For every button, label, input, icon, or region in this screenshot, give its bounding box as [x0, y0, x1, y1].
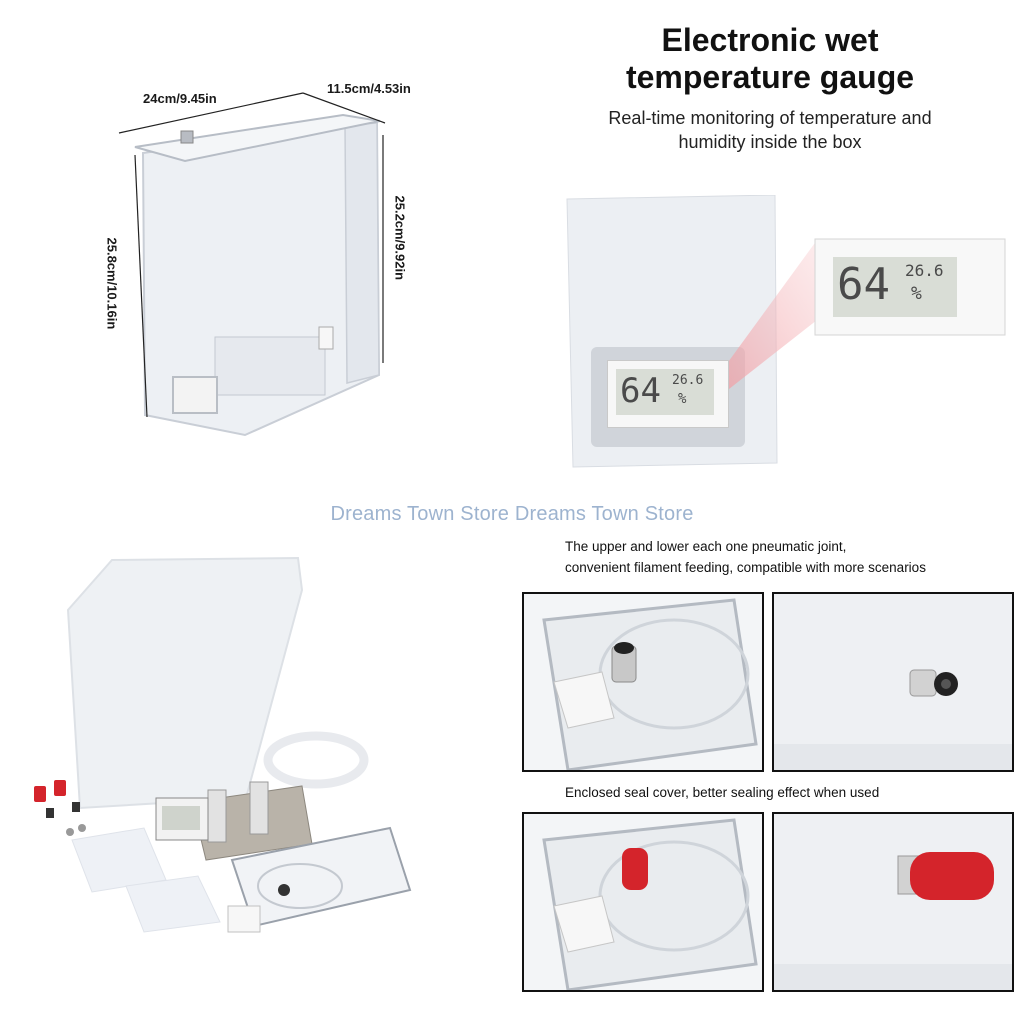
store-watermark: Dreams Town Store Dreams Town Store [330, 503, 694, 525]
width-label: 24cm/9.45in [143, 91, 217, 106]
side-joint-photo [772, 592, 1014, 772]
depth-label: 11.5cm/4.53in [327, 81, 411, 96]
gauge-title-line2: temperature gauge [625, 59, 915, 95]
unit-small: % [678, 391, 687, 407]
joint-caption-line2: convenient filament feeding, compatible … [565, 560, 926, 575]
gauge-box-illustration [566, 194, 1006, 468]
hygrometer-display-small: 64 26.6 % [607, 360, 729, 428]
unit-zoom: % [911, 283, 922, 304]
lid-cap-photo [522, 812, 764, 992]
lid-joint-illustration [524, 594, 762, 770]
box-illustration [118, 92, 386, 437]
dimension-diagram: 24cm/9.45in 11.5cm/4.53in 25.8cm/10.16in… [95, 75, 435, 455]
gauge-subtitle-line1: Real-time monitoring of temperature and [608, 108, 932, 128]
gauge-subtitle-line2: humidity inside the box [678, 132, 862, 152]
temperature-reading-small: 26.6 [672, 373, 704, 388]
humidity-reading-zoom: 64 [837, 259, 890, 310]
temperature-reading-zoom: 26.6 [905, 261, 944, 280]
kit-illustration [34, 556, 412, 933]
lid-joint-photo [522, 592, 764, 772]
hygrometer-display-zoom: 64 26.6 % [833, 257, 957, 317]
kit-contents-photo [20, 550, 440, 950]
seal-caption: Enclosed seal cover, better sealing effe… [565, 785, 880, 800]
lid-cap-illustration [524, 814, 762, 990]
height-outer-label: 25.8cm/10.16in [104, 237, 120, 330]
height-inner-label: 25.2cm/9.92in [392, 195, 408, 281]
side-cap-illustration [774, 814, 1012, 990]
joint-caption-line1: The upper and lower each one pneumatic j… [565, 539, 847, 554]
gauge-photo: 64 26.6 % 64 26.6 % [565, 194, 1015, 475]
humidity-reading-small: 64 [620, 371, 661, 411]
side-cap-photo [772, 812, 1014, 992]
side-joint-illustration [774, 594, 1012, 770]
gauge-title-line1: Electronic wet [661, 22, 879, 58]
